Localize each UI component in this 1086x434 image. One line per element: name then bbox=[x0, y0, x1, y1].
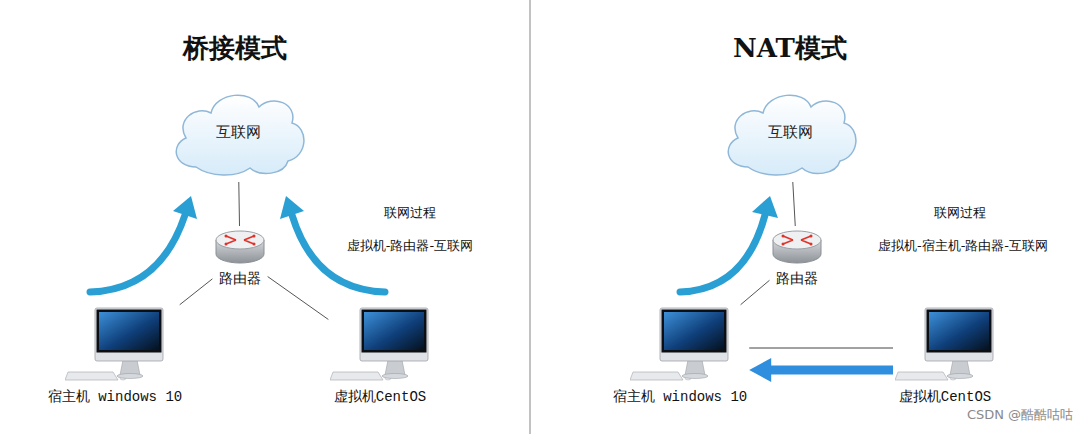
connector-line bbox=[268, 277, 329, 320]
connector bbox=[749, 348, 893, 349]
connector-line bbox=[180, 279, 213, 305]
connector bbox=[180, 279, 213, 305]
computer-icon bbox=[630, 306, 730, 386]
arrow-head bbox=[749, 358, 771, 382]
panel-title: 桥接模式 bbox=[183, 32, 287, 64]
router-node: 路由器 bbox=[214, 228, 266, 286]
connector bbox=[741, 280, 770, 304]
computer-node: 虚拟机CentOS bbox=[895, 306, 995, 406]
connector bbox=[268, 277, 329, 320]
computer-node: 宿主机 windows 10 bbox=[48, 306, 182, 406]
router-icon bbox=[771, 228, 823, 266]
flow-arrow bbox=[680, 215, 765, 292]
connector-line bbox=[238, 182, 240, 226]
computer-node: 宿主机 windows 10 bbox=[613, 306, 747, 406]
node-label: 互联网 bbox=[768, 123, 813, 142]
connector-line bbox=[770, 366, 893, 375]
node-label: 宿主机 windows 10 bbox=[48, 388, 182, 406]
internet-cloud: 互联网 bbox=[166, 85, 311, 180]
connector-line bbox=[793, 182, 795, 226]
connector-line bbox=[749, 348, 893, 349]
watermark: CSDN @酷酷咕咕 bbox=[967, 407, 1073, 423]
flow-arrow bbox=[292, 215, 385, 292]
arrow-head bbox=[280, 196, 304, 219]
node-label: 虚拟机CentOS bbox=[334, 388, 426, 406]
computer-node: 虚拟机CentOS bbox=[330, 306, 430, 406]
note-text: 虚拟机-宿主机-路由器-互联网 bbox=[878, 238, 1048, 254]
arrow-head bbox=[752, 196, 778, 218]
computer-icon bbox=[65, 306, 165, 386]
panel-divider bbox=[529, 0, 530, 434]
node-label: 虚拟机CentOS bbox=[899, 388, 991, 406]
connector bbox=[793, 182, 795, 226]
node-label: 宿主机 windows 10 bbox=[613, 388, 747, 406]
flow-arrow bbox=[90, 215, 185, 292]
arrow-head bbox=[173, 196, 197, 219]
note-text: 虚拟机-路由器-互联网 bbox=[347, 238, 473, 254]
note-text: 联网过程 bbox=[934, 205, 986, 221]
note-text: 联网过程 bbox=[384, 205, 436, 221]
panel-title: NAT模式 bbox=[733, 32, 847, 64]
connector-line bbox=[741, 280, 770, 304]
node-label: 路由器 bbox=[776, 270, 818, 286]
node-label: 路由器 bbox=[219, 270, 261, 286]
connector bbox=[749, 358, 893, 382]
computer-icon bbox=[895, 306, 995, 386]
internet-cloud: 互联网 bbox=[718, 85, 863, 180]
computer-icon bbox=[330, 306, 430, 386]
router-icon bbox=[214, 228, 266, 266]
connector bbox=[238, 182, 240, 226]
router-node: 路由器 bbox=[771, 228, 823, 286]
node-label: 互联网 bbox=[216, 123, 261, 142]
